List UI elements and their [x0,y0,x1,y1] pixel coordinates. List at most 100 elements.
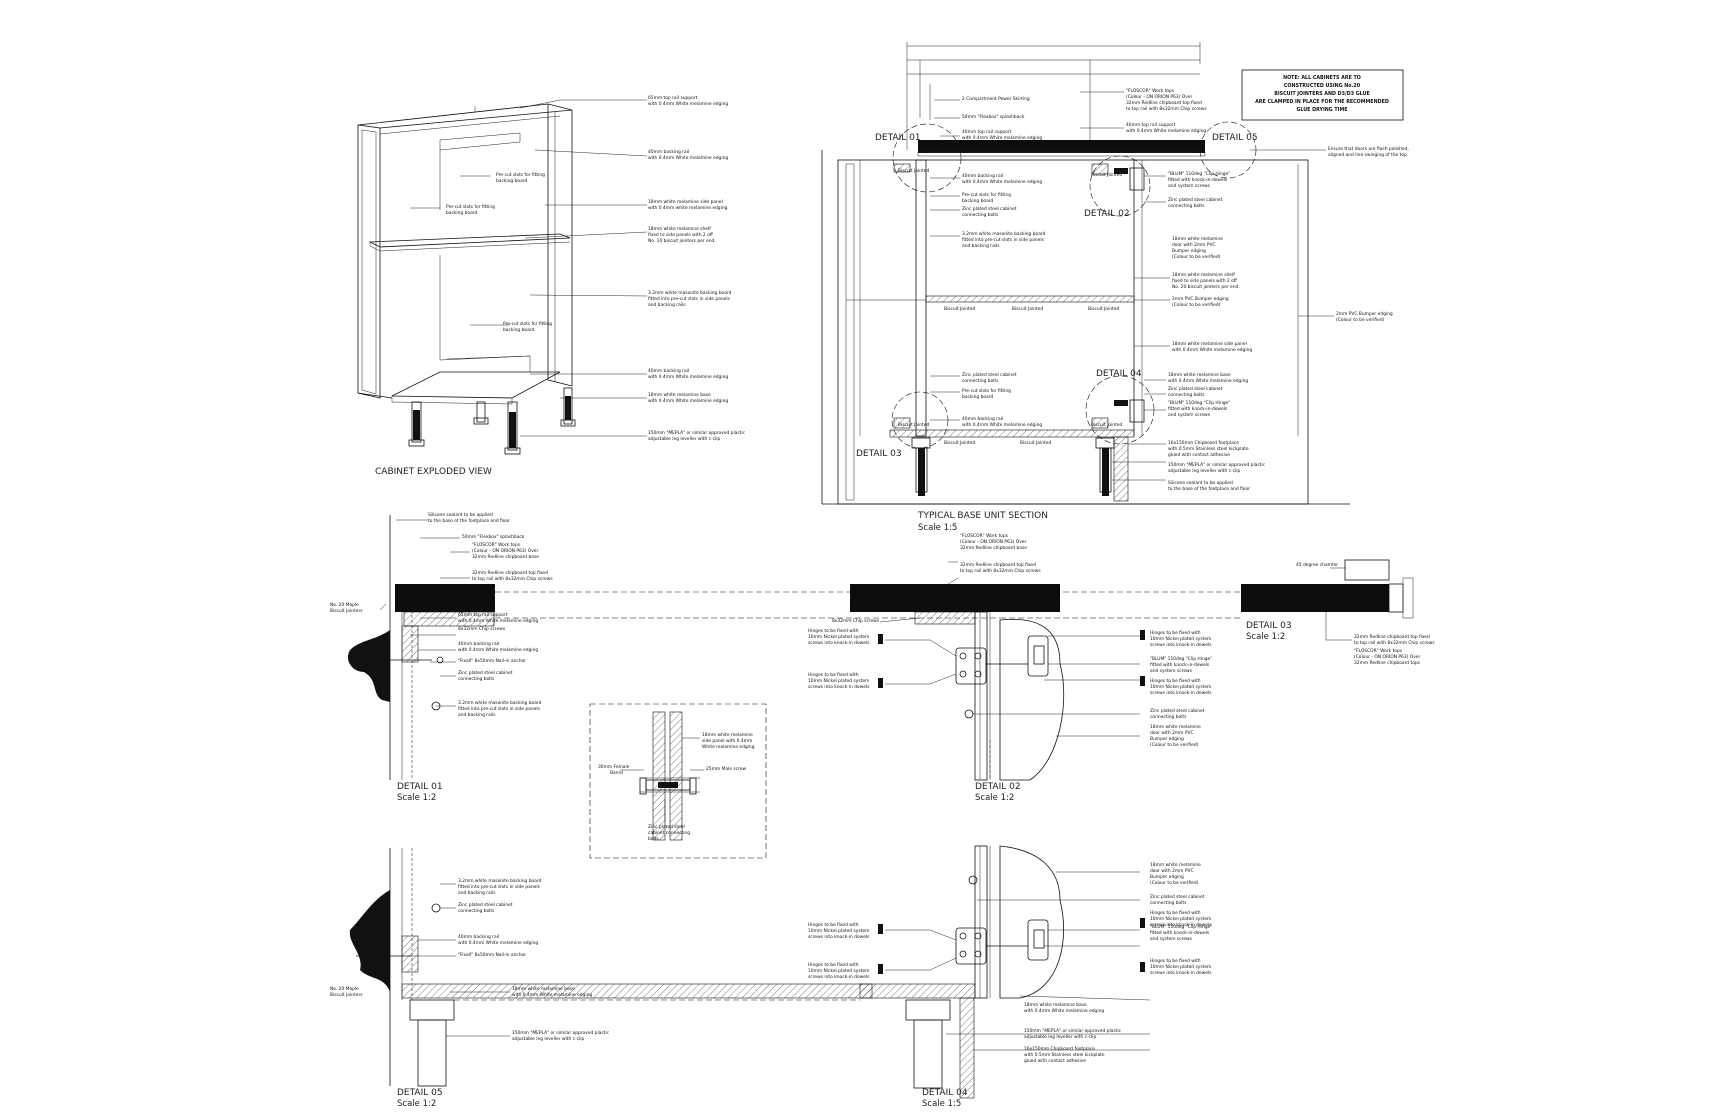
annotation-text: Pre-cut slots for fitting [503,321,552,327]
detail-04-screws [878,918,1145,974]
annotation-text: 3.2mm white masonite backing board [962,231,1046,237]
annotation-text: 45 degree chamfer [1296,562,1338,568]
annotation-text: "FLOSCOR" Work tops [960,533,1009,539]
detail-01: Silicone sealant to be applied to the ba… [330,512,1000,803]
joint-blocks [893,163,1109,429]
annotation-text: (Colour - ON ORION P63) Over [960,539,1027,545]
detail-01-title: DETAIL 01 [397,782,443,792]
annotation-text: to top rail with 8x32mm Chip screws [1126,106,1207,112]
annotation-text: fitted into pre-cut slots in side panels [458,706,541,712]
annotation-text: fitted with knock-in-dowels [1150,662,1210,668]
annotation-text: 50mm "Flexbox" splashback [462,534,525,540]
biscuit-joint-labels: Biscuit Jointed Biscuit Jointed Biscuit … [898,168,1122,446]
annotation-text: 8x32mm Chip screws [458,626,506,632]
annotation-text: 40mm backing rail [648,149,689,155]
annotation-text: 16x150mm Chipboard footplace [1024,1046,1095,1052]
detail-01-leaders [379,519,470,707]
annotation-text: No. 10 biscuit jointers per end. [648,238,716,244]
annotation-text: with 0.4mm White melamine edging [962,135,1042,141]
section-leaders [930,91,1334,481]
annotation-text: Hinges to be fixed with [808,628,859,634]
detail-03-leaders [1325,567,1352,641]
annotation-text: connecting bolts [1150,714,1187,720]
annotation-text: (Colour to be verified) [1150,742,1199,748]
annotation-text: Bumper edging [1150,874,1184,880]
annotation-text: screws into knock-in dowels [1150,970,1212,976]
annotation-text: backing board [962,198,994,204]
annotation-text: 18mm white melamine base [648,392,711,398]
annotation-text: Pre-cut slots for fitting [962,192,1011,198]
annotation-text: connecting bolts [458,908,495,914]
annotation-text: 32mm Redline chipboard top fixed [472,570,548,576]
annotation-text: side panel with 0.4mm [702,738,752,744]
annotation-text: 3.2mm white masonite backing board [458,878,542,884]
annotation-text: Biscuit Jointed [944,306,975,312]
exploded-view: 65mm top rail support with 0.4mm White m… [357,95,746,477]
annotation-text: Barrel [610,770,623,776]
detail-04: 18mm white melamine door with 2mm PVC Bu… [808,845,1212,1109]
annotation-text: "FLOSCOR" Work tops [1126,88,1175,94]
annotation-text: with 0.4mm White melamine edging [458,647,538,653]
note-line: GLUE DRYING TIME [1296,107,1347,113]
annotation-text: with 0.5mm Stainless steel kickplate [1024,1052,1105,1058]
annotation-text: 8x32mm Chip screws [832,618,880,624]
annotation-text: Bumper edging [1150,736,1184,742]
annotation-text: Biscuit Jointed [898,422,929,428]
annotation-text: and backing rails [458,712,496,718]
detail-05-leg [409,999,455,1087]
annotation-text: DETAIL 01 [875,133,921,143]
annotation-text: "Fixall" 8x50mm Nail-in anchor [458,952,526,958]
annotation-text: 40mm backing rail [458,934,499,940]
annotation-text: 10mm Nickel plated system [1150,916,1211,922]
annotation-text: connecting bolts [1150,900,1187,906]
annotation-text: fitted into pre-cut slots in side panels [458,884,541,890]
annotation-text: with 0.4mm White melamine edging [962,179,1042,185]
bolt-detail: 18mm white melamine side panel with 0.4m… [589,703,767,859]
annotation-text: and system screws [1168,183,1211,189]
annotation-text: connecting bolts [1168,203,1205,209]
section-scale: Scale 1:5 [918,523,957,533]
annotation-text: adjustable leg leveller with c-clip [512,1036,585,1042]
annotation-text: connecting bolts [1168,392,1205,398]
annotation-text: 150mm "MEPLA" or similar approved plasti… [1024,1028,1122,1034]
annotation-text: 32mm Redline chipboard tops [1354,660,1421,666]
section-annotations: 2 Compartment Power Skirting 50mm "Flexb… [962,88,1409,492]
section-legs [911,437,1115,493]
annotation-text: 3.2mm white masonite backing board [648,290,732,296]
annotation-text: with 0.5mm Stainless steel kickplate [1168,446,1249,452]
annotation-text: adjustable leg leveller with c-clip [648,436,721,442]
annotation-text: Zinc plated steel cabinet [1168,197,1223,203]
annotation-text: 18mm white melamine [702,732,753,738]
annotation-text: screws into knock-in dowels [808,684,870,690]
annotation-text: DETAIL 04 [1096,369,1142,379]
annotation-text: door with 2mm PVC [1150,730,1194,736]
annotation-text: 30mm Female [598,764,630,770]
annotation-text: Zinc plated steel cabinet [962,372,1017,378]
annotation-text: Zinc plated steel cabinet [962,206,1017,212]
annotation-text: with 0.4mm white melamine edging [648,205,728,211]
detail-02: "FLOSCOR" Work tops (Colour - ON ORION P… [808,533,1212,803]
detail-03-annotations: 45 degree chamfer 32mm Redline chipboard… [1296,562,1435,666]
detail-05-scale: Scale 1:2 [397,1099,436,1109]
detail-04-annotations: 18mm white melamine door with 2mm PVC Bu… [808,862,1212,1064]
annotation-text: 2mm PVC Bumper edging [1172,296,1229,302]
annotation-text: to top rail with 8x32mm Chip screws [1354,640,1435,646]
annotation-text: "BLUM" 110deg "Clip Hinge" [1168,171,1230,177]
annotation-text: adjustable leg leveller with c-clip [1168,468,1241,474]
annotation-text: Biscuit Jointed [898,168,929,174]
detail-05-title: DETAIL 05 [397,1088,443,1098]
annotation-text: 32mm Redline chipboard base [960,545,1027,551]
annotation-text: Biscuit Jointed [944,440,975,446]
note-line: ARE CLAMPED IN PLACE FOR THE RECOMMENDED [1255,99,1389,105]
annotation-text: with 0.4mm White melamine edging [962,422,1042,428]
annotation-text: with 0.4mm White melamine edging [458,618,538,624]
detail-03-title: DETAIL 03 [1246,621,1292,631]
annotation-text: 10mm Nickel plated system [808,678,869,684]
base-unit-section: DETAIL 01 DETAIL 05 DETAIL 02 DETAIL 04 … [821,42,1409,533]
annotation-text: Zinc plated steel cabinet [1150,894,1205,900]
annotation-text: Biscuit Jointed [1091,422,1122,428]
annotation-text: Zinc plated steel cabinet [1168,386,1223,392]
detail-03: 45 degree chamfer 32mm Redline chipboard… [1000,559,1435,666]
annotation-text: Zinc plated steel cabinet [458,902,513,908]
